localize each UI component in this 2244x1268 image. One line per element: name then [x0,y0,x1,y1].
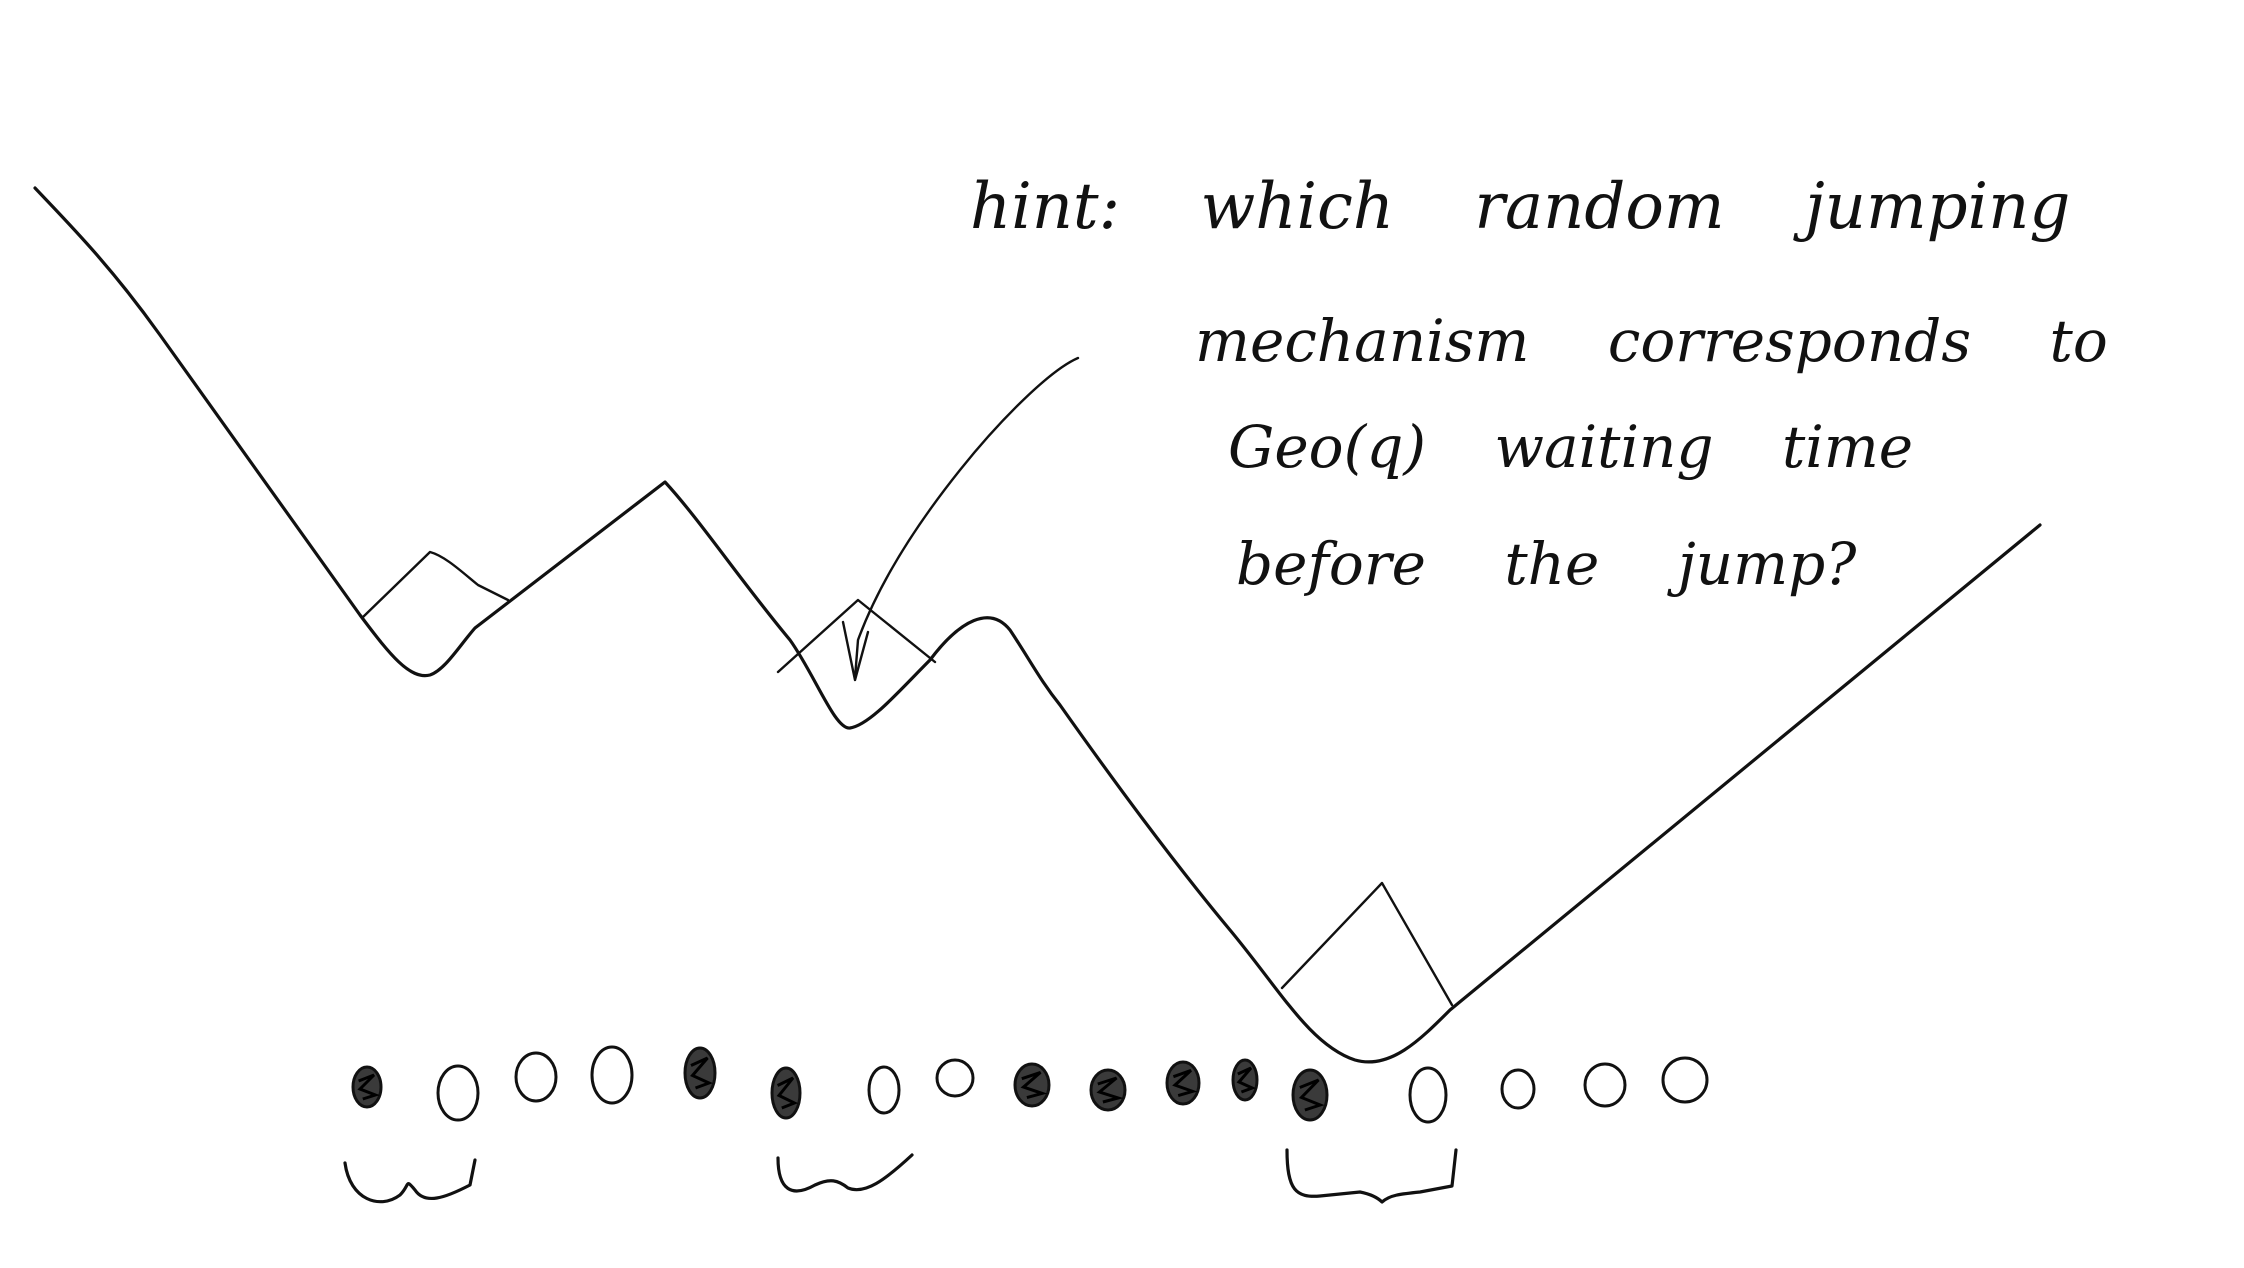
hint-line-2: mechanism corresponds to [1195,307,2108,375]
particle-empty [1583,1062,1627,1108]
particle-empty [436,1064,480,1122]
flip-box-1 [360,550,510,620]
arrow-shaft [853,356,1080,680]
particle-scribble [1020,1070,1048,1100]
particle-scribble [690,1056,713,1090]
height-profile-curve [33,186,2042,1064]
particle-filled [1089,1068,1127,1112]
particle-filled [1165,1060,1201,1106]
particle-filled [770,1066,802,1120]
hint-line-1: hint: which random jumping [970,170,2071,244]
underbrace-3 [1285,1148,1458,1204]
arrow-head [841,620,870,682]
particle-filled [1231,1058,1259,1102]
particle-scribble [776,1076,799,1110]
flip-box-3 [1280,881,1454,1007]
particle-scribble [1298,1078,1325,1112]
hint-line-4: before the jump? [1236,530,1857,598]
particle-empty [1500,1068,1536,1110]
particle-empty [514,1051,558,1103]
particle-filled [1291,1068,1329,1122]
particle-empty [867,1065,901,1115]
hint-line-3: Geo(q) waiting time [1228,413,1914,481]
particle-scribble [1096,1076,1124,1104]
particle-empty [1408,1066,1448,1124]
particle-filled [1013,1062,1051,1108]
flip-box-2 [776,598,937,674]
particle-scribble [357,1073,380,1101]
underbrace-2 [776,1153,914,1193]
particle-empty [935,1058,975,1098]
particle-empty [590,1045,634,1105]
particle-filled [351,1065,383,1109]
particle-empty [1661,1056,1709,1104]
particle-filled [683,1046,717,1100]
particle-scribble [1236,1066,1257,1094]
particle-row [351,1045,1709,1124]
particle-scribble [1172,1068,1198,1098]
underbrace-1 [343,1158,477,1204]
